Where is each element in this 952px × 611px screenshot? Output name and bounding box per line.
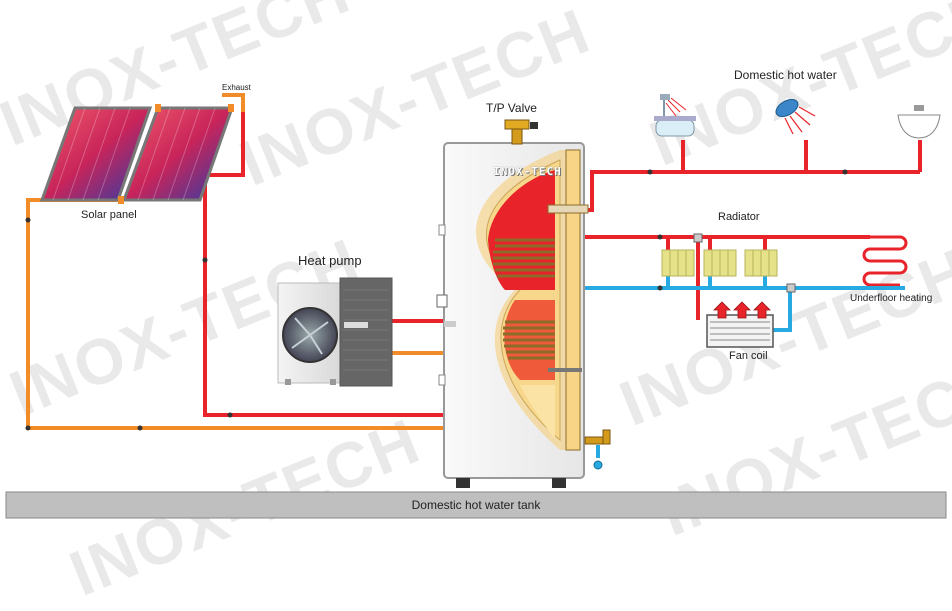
underfloor-heating-label: Underfloor heating (850, 293, 933, 304)
solar-panel-label: Solar panel (81, 209, 137, 221)
radiator-3 (744, 249, 778, 277)
heat-pump-unit (277, 277, 393, 387)
bathtub-icon (654, 94, 696, 137)
tp-valve (504, 119, 538, 145)
solar-panel (39, 104, 235, 204)
cold-return-pipes (555, 276, 905, 458)
pipe-joints (25, 169, 848, 431)
exhaust-label: Exhaust (222, 83, 251, 92)
fan-coil-unit (706, 301, 774, 348)
tp-valve-label: T/P Valve (486, 101, 537, 115)
heat-pump-label: Heat pump (298, 253, 362, 268)
fan-coil-label: Fan coil (729, 350, 768, 362)
system-diagram (5, 93, 947, 519)
hot-water-tank (436, 142, 589, 488)
radiators (661, 233, 796, 293)
radiator-2 (703, 249, 737, 277)
base-label: Domestic hot water tank (411, 498, 541, 512)
sink-icon (897, 105, 941, 139)
radiator-label: Radiator (718, 211, 760, 223)
tank-logo: INOX-TECH (493, 165, 562, 178)
shower-head-icon (775, 98, 816, 135)
domestic-hot-water-label: Domestic hot water (734, 68, 837, 82)
base-bar (5, 491, 947, 519)
drain-valve (584, 429, 611, 470)
radiator-1 (661, 249, 695, 277)
